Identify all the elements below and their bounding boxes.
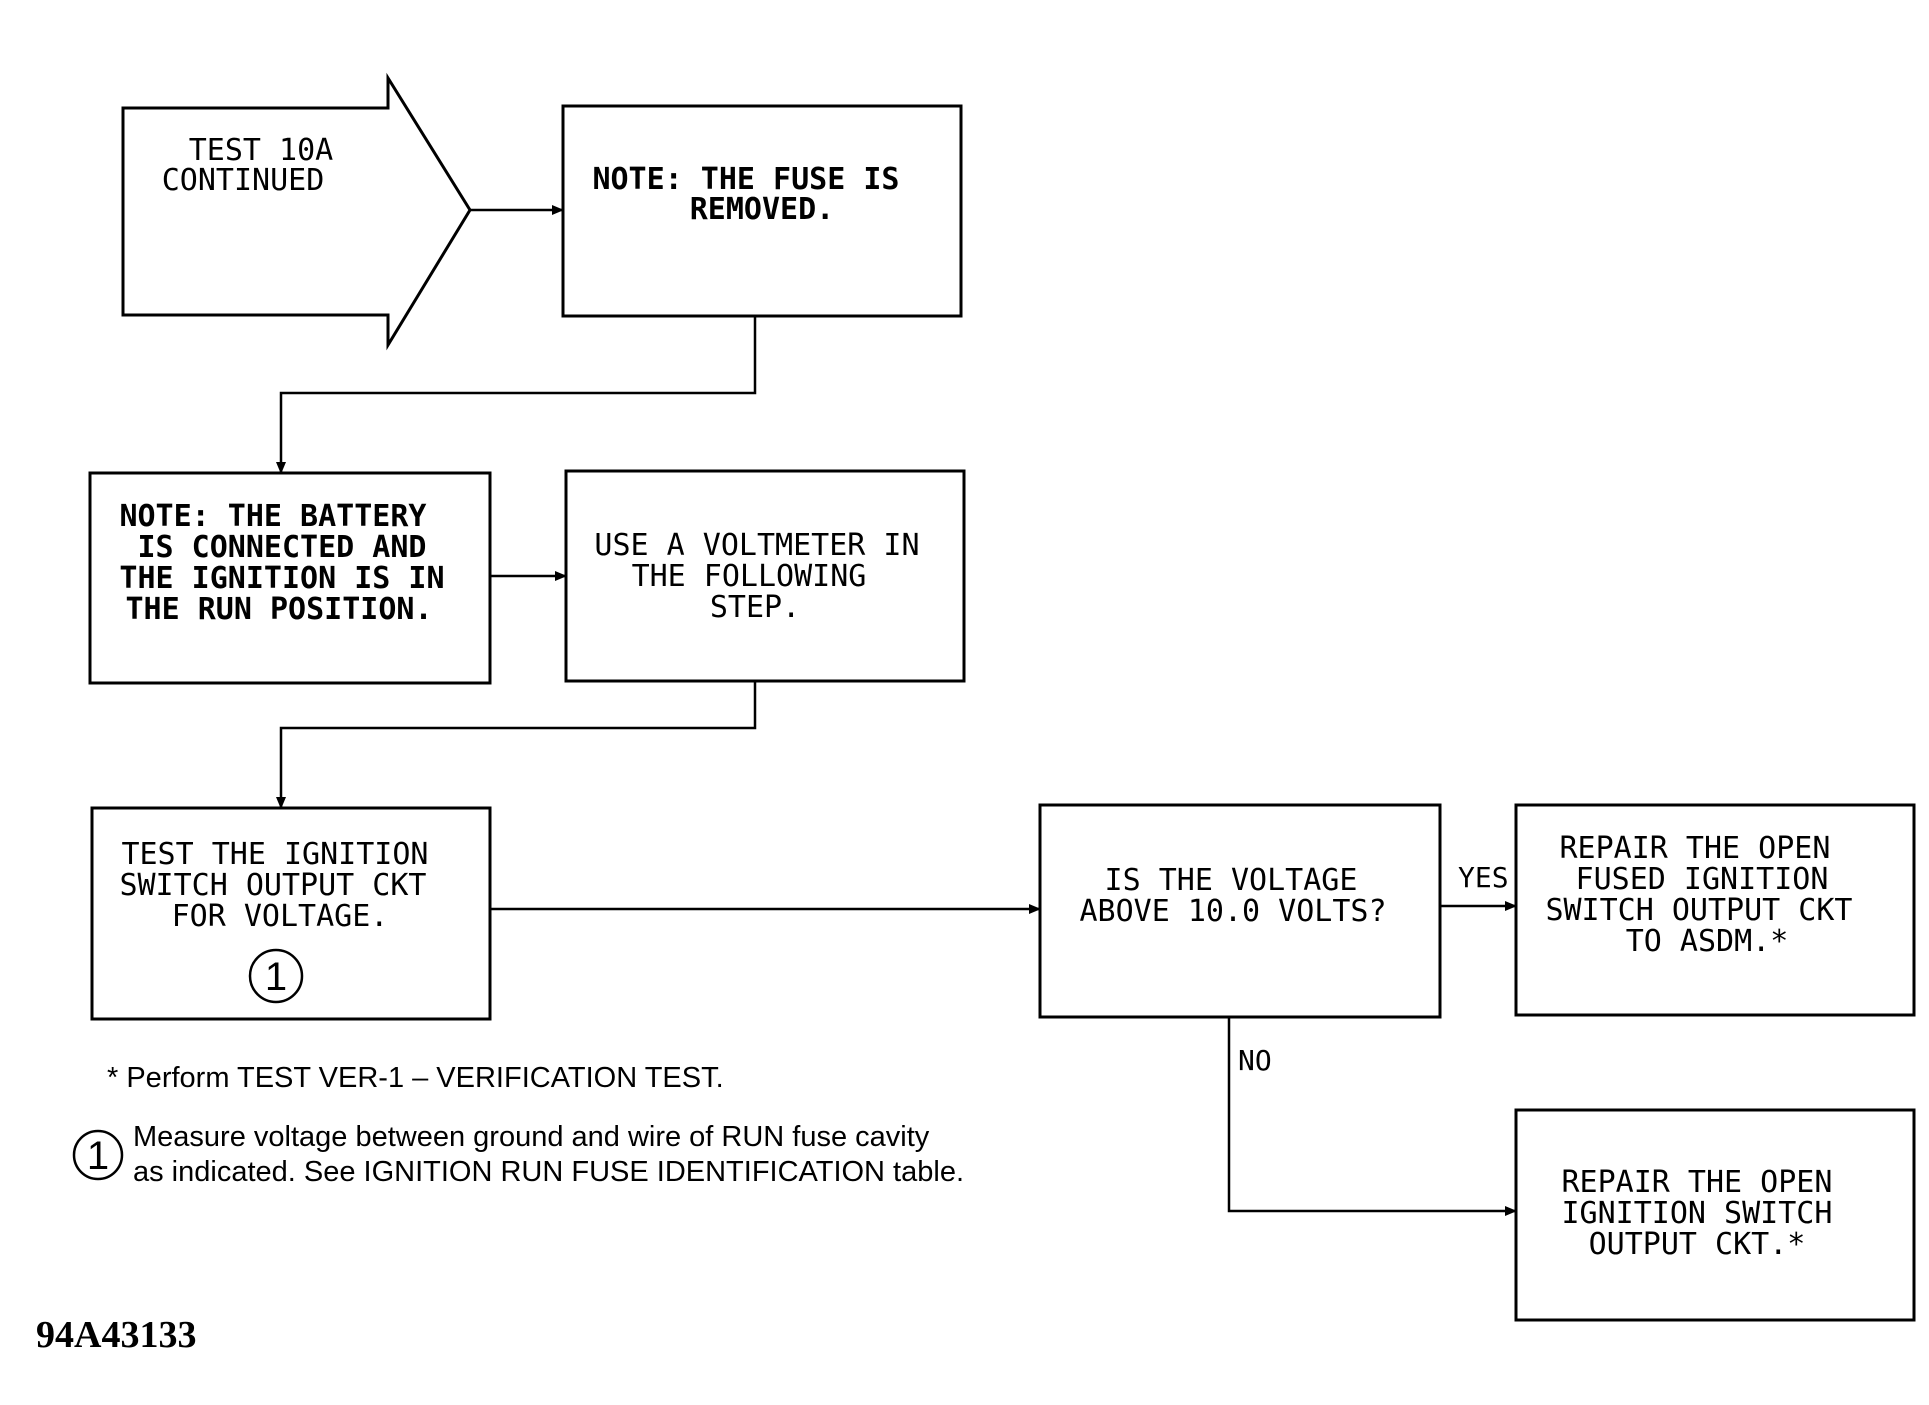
svg-text:REPAIR THE OPEN IGNITION: REPAIR THE OPEN IGNITION SWITCH OUTPUT C… [1562, 1165, 1851, 1262]
svg-text:TEST 10A CONTINUED: TEST 10A CONTINUED [162, 133, 352, 198]
voltmeter-line-1: USE A VOLTMETER IN [594, 528, 919, 563]
box-repair-fused: REPAIR THE OPEN FUSED IGNITION SWITCH OU… [1514, 803, 1916, 1017]
battery-note-line-2: IS CONNECTED AND [137, 530, 426, 565]
figure-id: 94A43133 [36, 1314, 196, 1356]
start-line-1: TEST 10A [189, 133, 334, 168]
repair-open-line-1: REPAIR THE OPEN [1562, 1165, 1833, 1200]
svg-text:NOTE: THE BATTERY IS CON: NOTE: THE BATTERY IS CONNECTED AND THE I… [119, 499, 462, 627]
box-test-ignition: TEST THE IGNITION SWITCH OUTPUT CKT FOR … [90, 806, 492, 1021]
step-marker-1: 1 [248, 948, 304, 1004]
test-ignition-line-3: FOR VOLTAGE. [172, 899, 389, 934]
battery-note-line-3: THE IGNITION IS IN [119, 561, 444, 596]
repair-open-line-3: OUTPUT CKT.* [1589, 1227, 1806, 1262]
svg-text:NOTE: THE FUSE IS REMOVE: NOTE: THE FUSE IS REMOVED. [592, 162, 917, 227]
branch-label-yes: YES [1458, 861, 1509, 894]
connector-decision-no [1227, 1017, 1517, 1216]
branch-label-no: NO [1238, 1044, 1272, 1077]
voltmeter-line-2: THE FOLLOWING [632, 559, 867, 594]
connectors [276, 205, 1517, 1216]
start-node-test-10a: TEST 10A CONTINUED [121, 72, 472, 351]
box-voltmeter: USE A VOLTMETER IN THE FOLLOWING STEP. [564, 469, 966, 683]
repair-fused-line-3: SWITCH OUTPUT CKT [1545, 893, 1852, 928]
start-line-2: CONTINUED [162, 163, 325, 198]
box-fuse-note: NOTE: THE FUSE IS REMOVED. [561, 104, 963, 318]
svg-text:REPAIR THE OPEN FUSED IG: REPAIR THE OPEN FUSED IGNITION SWITCH OU… [1545, 831, 1870, 959]
footnote-measure-line-1: Measure voltage between ground and wire … [133, 1121, 930, 1153]
test-ignition-line-2: SWITCH OUTPUT CKT [119, 868, 426, 903]
svg-text:IS THE VOLTAGE ABOVE 10.: IS THE VOLTAGE ABOVE 10.0 VOLTS? [1079, 863, 1386, 929]
footnote-marker-1: 1 [72, 1129, 124, 1181]
fuse-note-line-2: REMOVED. [690, 192, 835, 227]
decision-line-1: IS THE VOLTAGE [1105, 863, 1358, 898]
test-ignition-line-1: TEST THE IGNITION [121, 837, 428, 872]
box-decision-voltage: IS THE VOLTAGE ABOVE 10.0 VOLTS? [1038, 803, 1442, 1019]
fuse-note-line-1: NOTE: THE FUSE IS [592, 162, 899, 197]
repair-fused-line-1: REPAIR THE OPEN [1560, 831, 1831, 866]
svg-text:Measure voltage between ground: Measure voltage between ground and wire … [133, 1121, 964, 1188]
footnote-verification: * Perform TEST VER-1 – VERIFICATION TEST… [107, 1062, 724, 1094]
footnote-measure: 1 Measure voltage between ground and wir… [72, 1121, 964, 1188]
box-repair-open: REPAIR THE OPEN IGNITION SWITCH OUTPUT C… [1514, 1108, 1916, 1322]
repair-fused-line-2: FUSED IGNITION [1576, 862, 1829, 897]
repair-open-line-2: IGNITION SWITCH [1562, 1196, 1833, 1231]
connector-fuse-note-to-battery-note [276, 316, 757, 474]
connector-voltmeter-to-test-ignition [276, 681, 757, 809]
battery-note-line-1: NOTE: THE BATTERY [119, 499, 426, 534]
svg-text:1: 1 [87, 1134, 109, 1178]
repair-fused-line-4: TO ASDM.* [1626, 924, 1789, 959]
svg-text:1: 1 [265, 955, 287, 999]
svg-text:TEST THE IGNITION SWITCH: TEST THE IGNITION SWITCH OUTPUT CKT FOR … [119, 837, 446, 934]
footnote-measure-line-2: as indicated. See IGNITION RUN FUSE IDEN… [133, 1156, 964, 1188]
voltmeter-line-3: STEP. [710, 590, 800, 625]
decision-line-2: ABOVE 10.0 VOLTS? [1079, 894, 1386, 929]
svg-text:USE A VOLTMETER IN THE F: USE A VOLTMETER IN THE FOLLOWING STEP. [594, 528, 937, 625]
battery-note-line-4: THE RUN POSITION. [125, 592, 432, 627]
box-battery-note: NOTE: THE BATTERY IS CONNECTED AND THE I… [88, 471, 492, 685]
